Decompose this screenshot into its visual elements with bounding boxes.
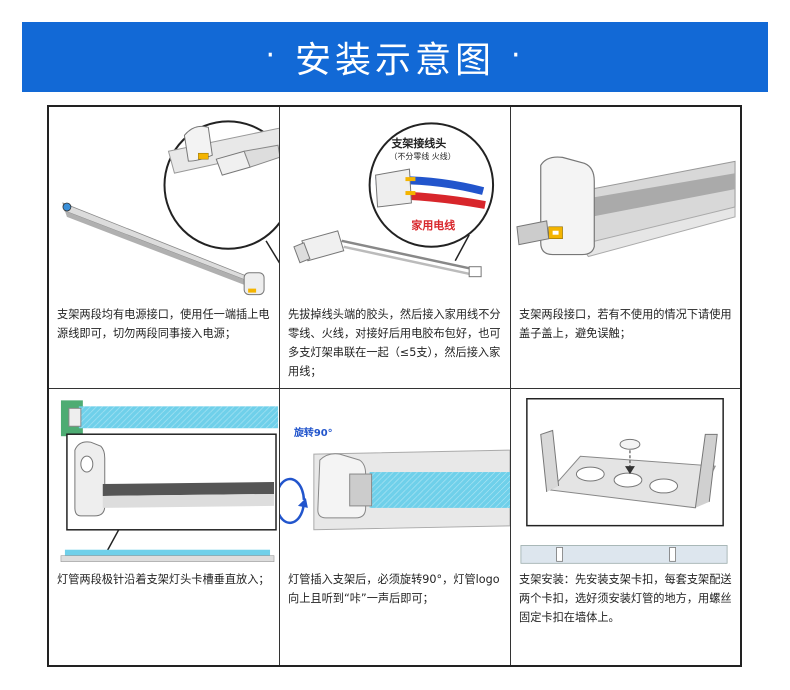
panel-6-caption: 支架安装：先安装支架卡扣，每套支架配送两个卡扣，选好须安装灯管的地方，用螺丝固定… bbox=[519, 573, 732, 624]
panel-mount-clip: 支架安装：先安装支架卡扣，每套支架配送两个卡扣，选好须安装灯管的地方，用螺丝固定… bbox=[511, 389, 740, 665]
panel-insert-tube: 灯管两段极针沿着支架灯头卡槽垂直放入； bbox=[49, 389, 280, 665]
panel-1-caption: 支架两段均有电源接口，使用任一端插上电源线即可，切勿两段同事接入电源； bbox=[57, 308, 270, 340]
connector-sublabel: （不分零线 火线） bbox=[390, 151, 456, 161]
page-title: 安装示意图 bbox=[294, 40, 495, 81]
insert-tube-illustration bbox=[49, 389, 279, 579]
panel-wiring: 支架接线头 （不分零线 火线） 家用电线 先拔掉线头端的胶头，然后接入家用线不分… bbox=[280, 107, 511, 389]
title-banner: · 安装示意图 · bbox=[22, 22, 768, 92]
mount-clip-illustration bbox=[511, 389, 740, 579]
instruction-grid: 支架两段均有电源接口，使用任一端插上电源线即可，切勿两段同事接入电源； 支架接线… bbox=[47, 105, 742, 667]
panel-power-port: 支架两段均有电源接口，使用任一端插上电源线即可，切勿两段同事接入电源； bbox=[49, 107, 280, 389]
end-cap-illustration bbox=[511, 107, 740, 297]
rotate-label: 旋转90° bbox=[293, 426, 333, 439]
power-port-illustration bbox=[49, 107, 279, 297]
panel-end-cap: 支架两段接口，若有不使用的情况下请使用盖子盖上，避免误触； bbox=[511, 107, 740, 389]
household-wire-label: 家用电线 bbox=[411, 218, 455, 232]
wiring-illustration: 支架接线头 （不分零线 火线） 家用电线 bbox=[280, 107, 510, 297]
title-dot-left: · bbox=[265, 37, 279, 73]
rotate-tube-illustration: 旋转90° bbox=[280, 389, 510, 579]
panel-2-caption: 先拔掉线头端的胶头，然后接入家用线不分零线、火线，对接好后用电胶布包好，也可多支… bbox=[288, 308, 501, 378]
panel-3-caption: 支架两段接口，若有不使用的情况下请使用盖子盖上，避免误触； bbox=[519, 308, 732, 340]
connector-label: 支架接线头 bbox=[391, 136, 447, 150]
panel-4-caption: 灯管两段极针沿着支架灯头卡槽垂直放入； bbox=[57, 573, 270, 586]
panel-5-caption: 灯管插入支架后，必须旋转90°，灯管logo向上且听到“咔”一声后即可； bbox=[288, 573, 500, 605]
title-dot-right: · bbox=[511, 37, 525, 73]
panel-rotate-tube: 旋转90° 灯管插入支架后，必须旋转90°，灯管logo向上且听到“咔”一声后即… bbox=[280, 389, 511, 665]
